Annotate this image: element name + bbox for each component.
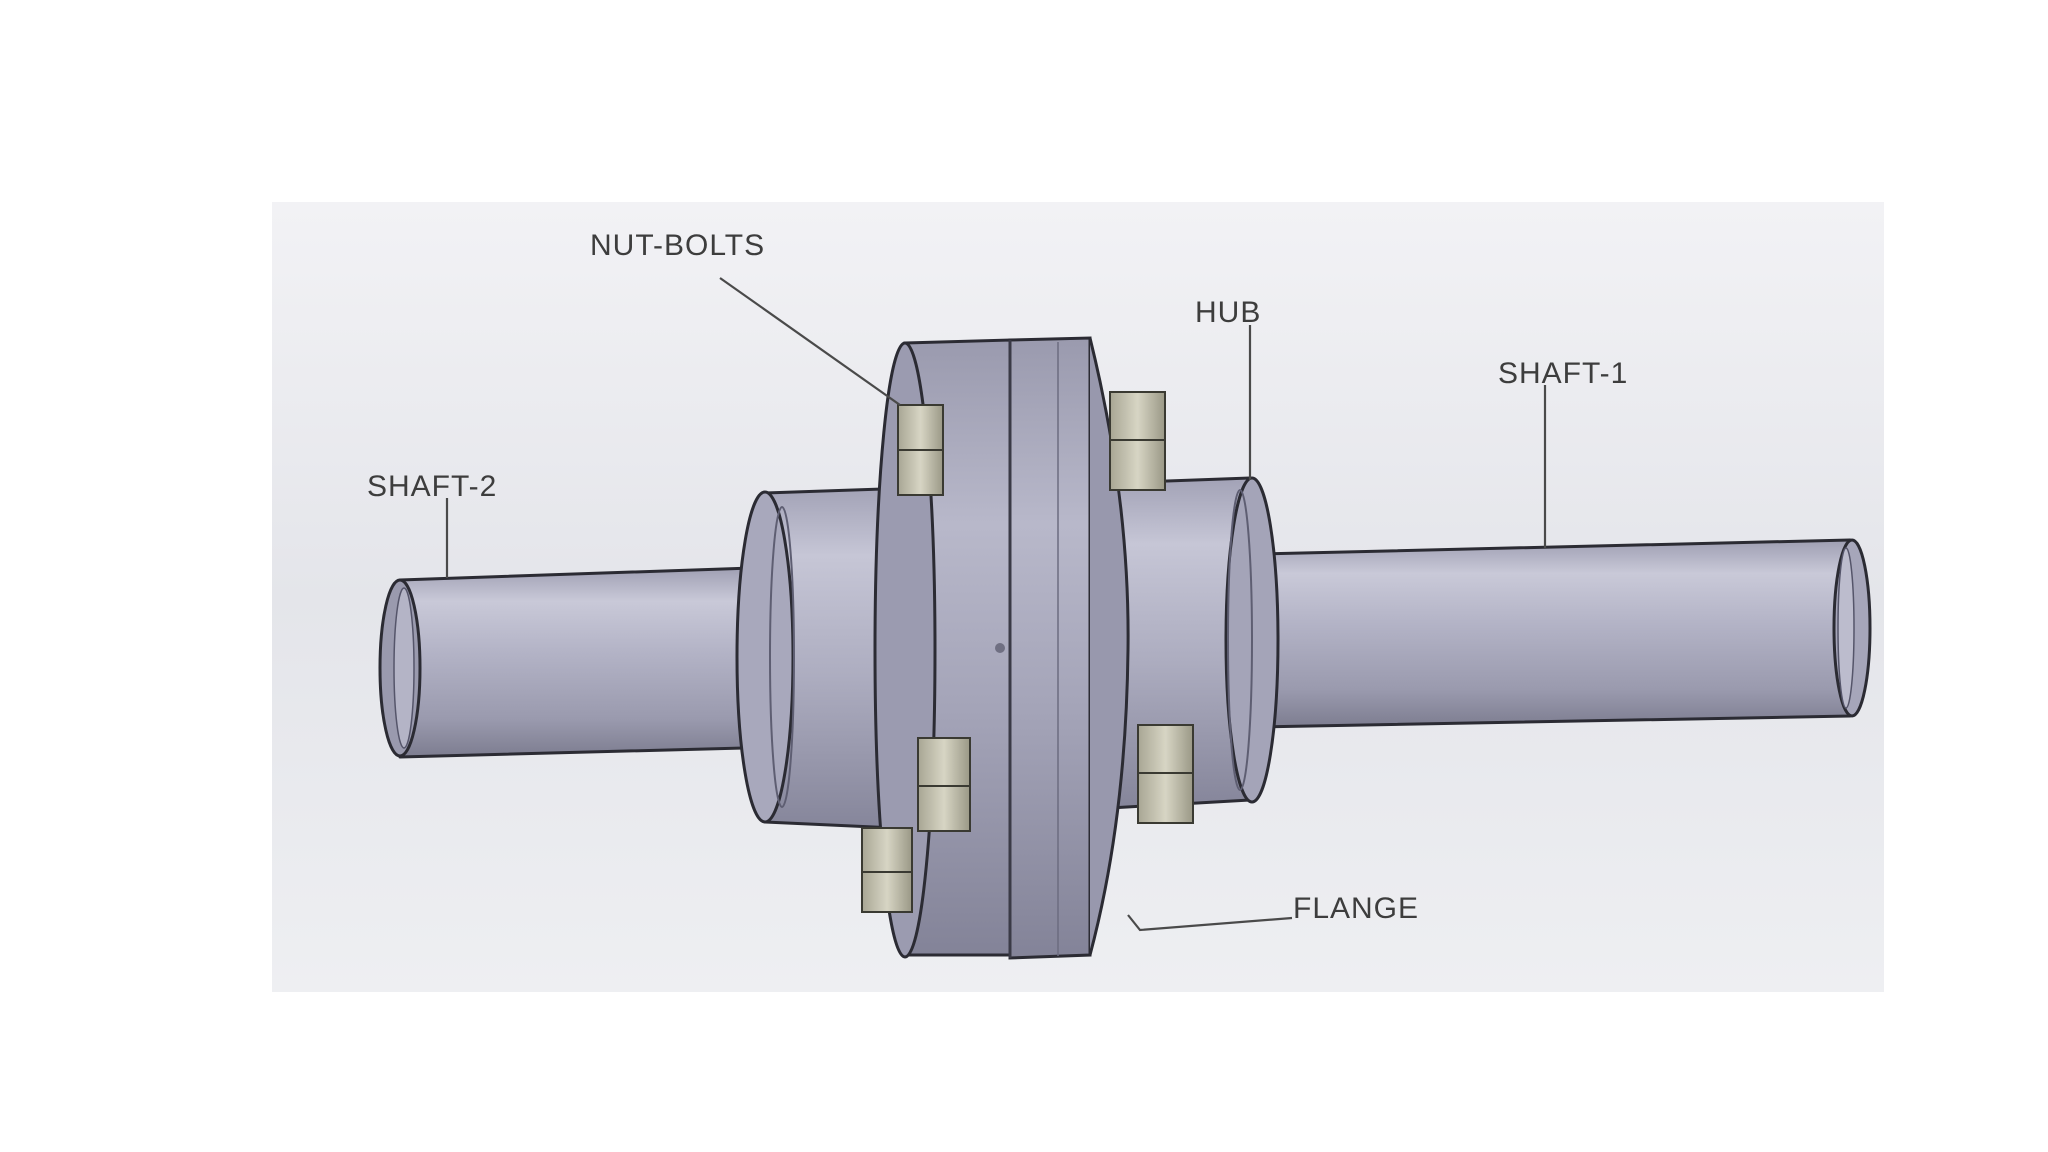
hub-right [1108, 476, 1280, 810]
leader-nut-bolts [719, 277, 901, 406]
label-shaft-1: SHAFT-1 [1498, 357, 1628, 390]
label-shaft-2: SHAFT-2 [367, 470, 497, 503]
shaft-1 [1256, 538, 1872, 729]
bolt-top-left [897, 404, 944, 496]
nut-bolts [861, 391, 1194, 913]
shaft-2 [378, 565, 782, 759]
label-nut-bolts: NUT-BOLTS [590, 229, 765, 262]
label-hub: HUB [1195, 296, 1261, 329]
label-flange: FLANGE [1293, 892, 1419, 925]
bolt-top-right [1109, 391, 1166, 491]
bolt-bottom-right [1137, 724, 1194, 824]
leader-lines [445, 277, 1547, 932]
bolt-bottom-left [861, 737, 971, 913]
leader-flange [1127, 914, 1293, 932]
